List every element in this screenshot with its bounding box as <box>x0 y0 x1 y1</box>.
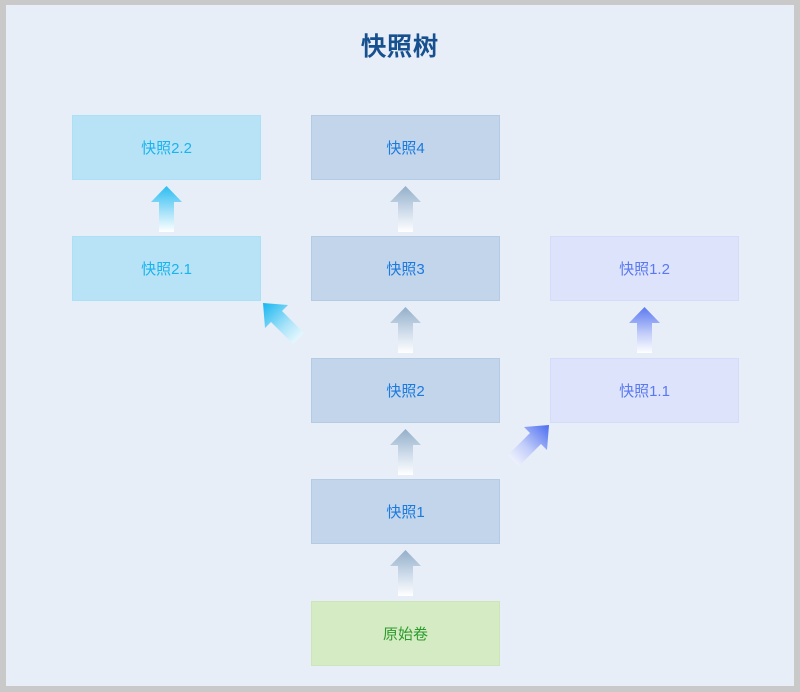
arrow-snapshot21-to-snapshot22 <box>151 186 182 232</box>
arrow-snapshot2-to-snapshot3 <box>390 307 421 353</box>
node-snapshot21[interactable]: 快照2.1 <box>72 236 261 301</box>
arrow-snapshot1-to-snapshot11 <box>502 424 550 472</box>
node-snapshot1[interactable]: 快照1 <box>311 479 500 544</box>
arrow-snapshot1-to-snapshot2 <box>390 429 421 475</box>
arrow-snapshot2-to-snapshot21 <box>262 302 310 350</box>
node-snapshot11[interactable]: 快照1.1 <box>550 358 739 423</box>
arrow-snapshot3-to-snapshot4 <box>390 186 421 232</box>
node-origin-volume[interactable]: 原始卷 <box>311 601 500 666</box>
arrow-snapshot11-to-snapshot12 <box>629 307 660 353</box>
node-snapshot22[interactable]: 快照2.2 <box>72 115 261 180</box>
node-snapshot2[interactable]: 快照2 <box>311 358 500 423</box>
page-title: 快照树 <box>360 33 439 61</box>
arrow-origin-to-snapshot1 <box>390 550 421 596</box>
node-snapshot12[interactable]: 快照1.2 <box>550 236 739 301</box>
diagram-canvas: 快照树 快照2.2 快照2.1 快照4 快照3 快照2 快照1 原始卷 快照1.… <box>6 5 794 686</box>
node-snapshot3[interactable]: 快照3 <box>311 236 500 301</box>
node-snapshot4[interactable]: 快照4 <box>311 115 500 180</box>
